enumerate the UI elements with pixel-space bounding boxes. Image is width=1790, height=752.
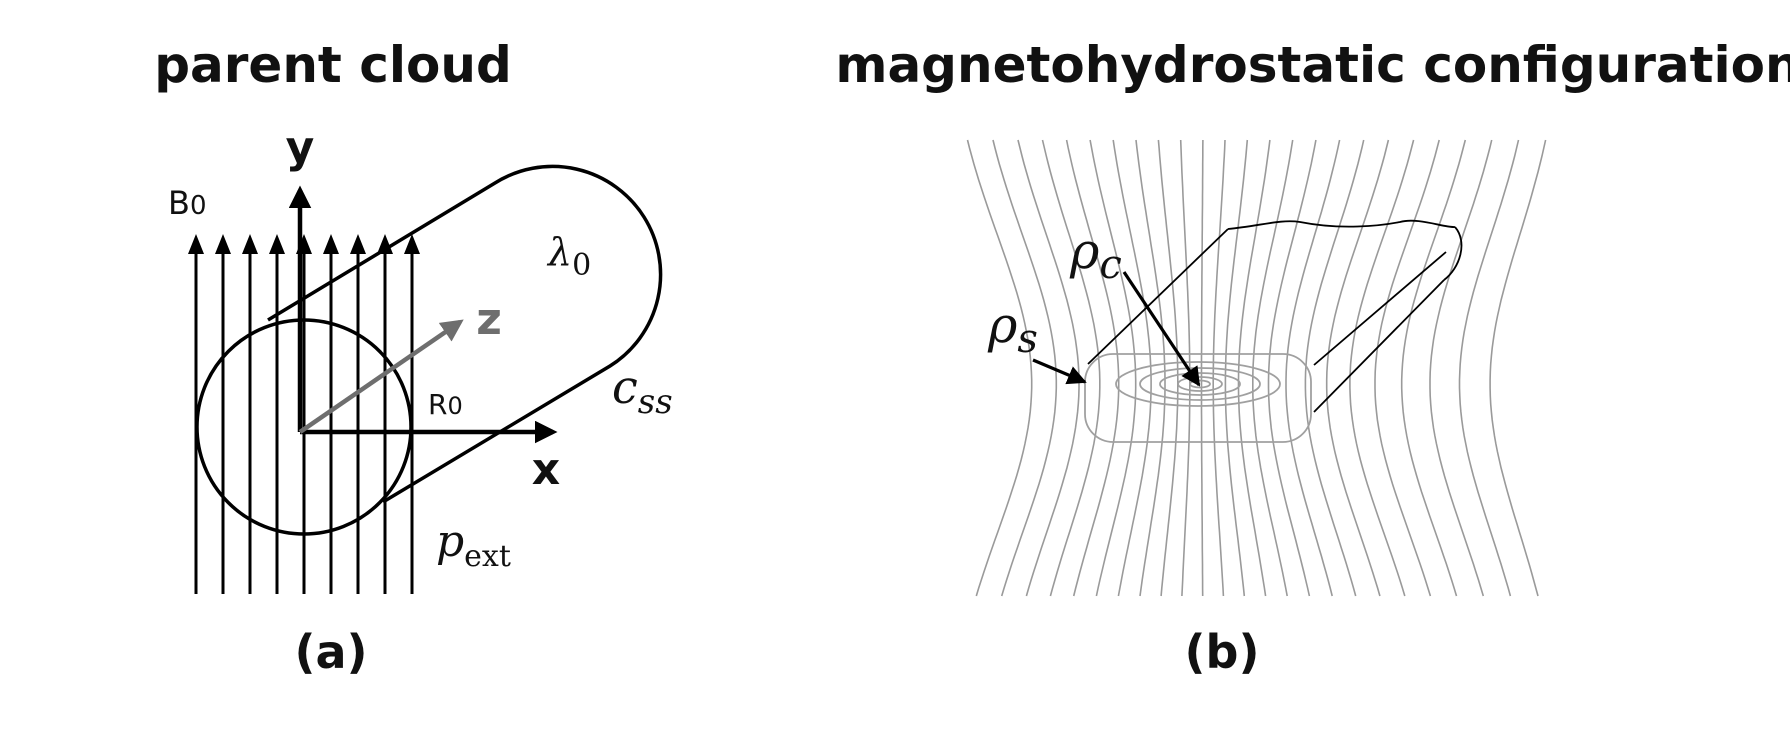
field-line bbox=[1400, 139, 1467, 597]
cylinder-body-outline bbox=[267, 164, 663, 504]
filament-outline bbox=[1087, 219, 1463, 413]
contour bbox=[1115, 361, 1281, 407]
lambda0-label: λ0 bbox=[546, 230, 591, 283]
field-line bbox=[1237, 139, 1271, 597]
cylinder bbox=[195, 164, 663, 536]
field-line bbox=[1065, 139, 1120, 597]
rho-s-label: ρs bbox=[987, 296, 1038, 362]
filament-end-cap bbox=[1443, 226, 1463, 281]
b-field-arrowhead bbox=[269, 234, 285, 254]
field-line bbox=[1041, 139, 1101, 597]
field-line bbox=[1489, 139, 1547, 597]
b-field-arrowhead bbox=[350, 234, 366, 254]
rho-c-label: ρc bbox=[1069, 222, 1122, 288]
z-axis-arrow bbox=[298, 319, 464, 434]
b0-label: B0 bbox=[168, 184, 207, 222]
field-line bbox=[992, 139, 1058, 597]
b-field-arrowhead bbox=[215, 234, 231, 254]
b-field-arrowhead bbox=[323, 234, 339, 254]
field-line bbox=[1374, 139, 1440, 597]
filament-edge-mid bbox=[1313, 251, 1447, 366]
field-line bbox=[1325, 139, 1390, 597]
b-field-arrowhead bbox=[404, 234, 420, 254]
field-line bbox=[1112, 139, 1152, 597]
field-lines-deformed bbox=[966, 139, 1547, 597]
b-field-arrowhead bbox=[242, 234, 258, 254]
rho-s-pointer bbox=[1032, 358, 1087, 385]
panel-b: magnetohydrostatic configuration ρc ρs (… bbox=[835, 36, 1790, 679]
panel-b-label: (b) bbox=[1185, 625, 1260, 679]
field-line bbox=[1157, 139, 1179, 597]
filament-edge-left bbox=[1087, 228, 1229, 365]
b-field-arrowhead bbox=[188, 234, 204, 254]
field-line bbox=[1429, 139, 1493, 597]
field-line bbox=[1135, 139, 1166, 597]
panel-a-label: (a) bbox=[294, 625, 367, 679]
field-line bbox=[1285, 139, 1341, 597]
outer-contour bbox=[1084, 353, 1312, 443]
field-line bbox=[1349, 139, 1415, 597]
field-lines-b0 bbox=[188, 234, 420, 594]
field-line bbox=[1089, 139, 1137, 597]
y-axis-label: y bbox=[286, 122, 315, 173]
panel-a: parent cloud y x z B0 R0 λ0 css pext (a) bbox=[154, 36, 672, 679]
filament-edge-top bbox=[1227, 219, 1456, 230]
field-line bbox=[1224, 139, 1249, 597]
r0-label: R0 bbox=[428, 388, 463, 421]
panel-b-title: magnetohydrostatic configuration bbox=[835, 36, 1790, 94]
css-label: css bbox=[612, 360, 673, 422]
field-line bbox=[1267, 139, 1317, 597]
rho-c-pointer bbox=[1122, 271, 1201, 387]
b-field-arrowhead bbox=[377, 234, 393, 254]
field-line bbox=[966, 139, 1033, 597]
x-axis-label: x bbox=[532, 444, 560, 495]
pext-label: pext bbox=[436, 516, 511, 574]
panel-a-title: parent cloud bbox=[154, 36, 512, 94]
field-line bbox=[1304, 139, 1365, 597]
z-axis-label: z bbox=[476, 294, 502, 345]
filament-edge-bottom bbox=[1313, 279, 1445, 413]
field-line bbox=[1458, 139, 1520, 597]
